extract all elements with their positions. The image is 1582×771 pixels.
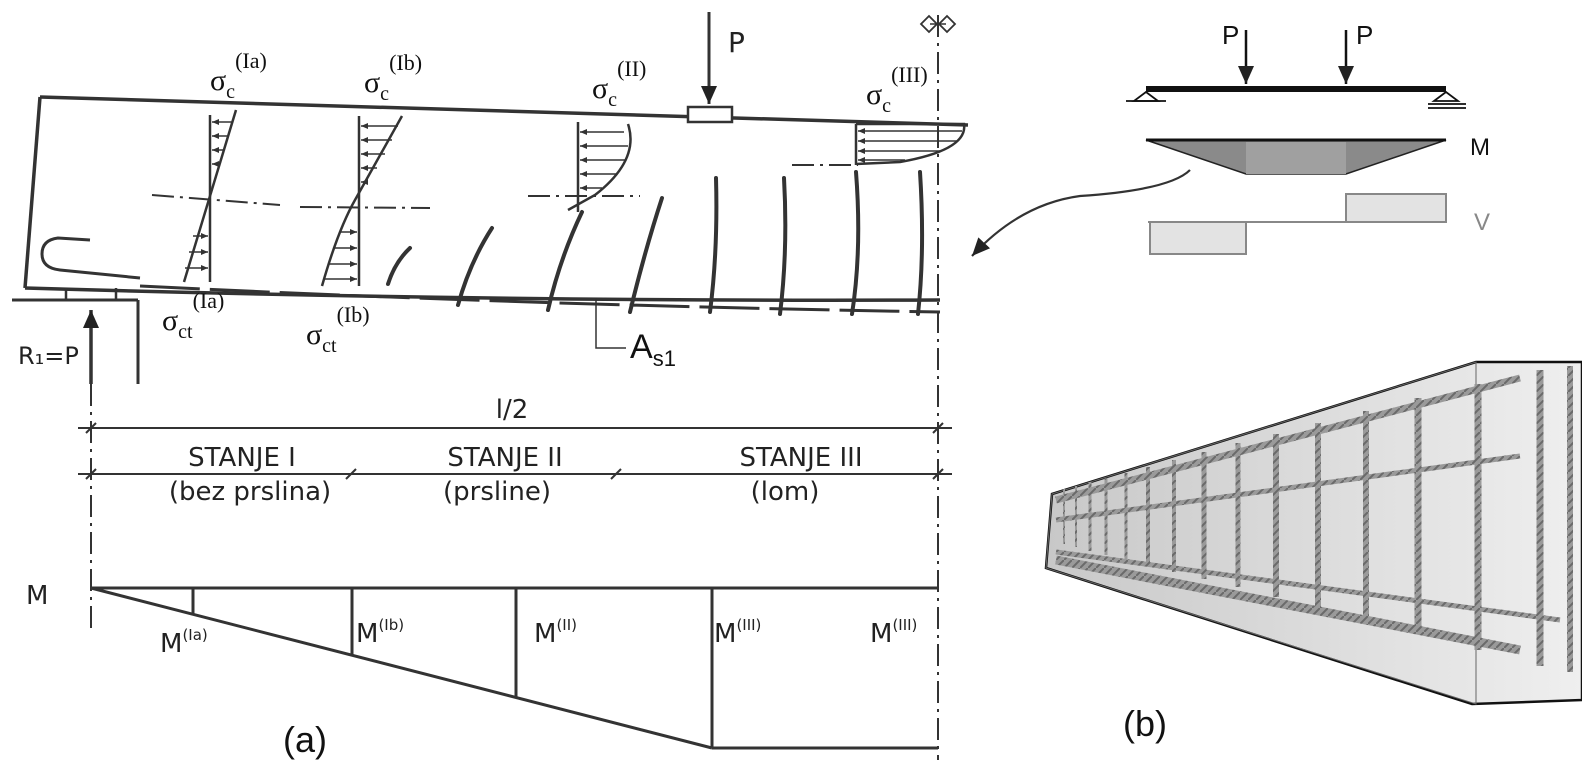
state-1-title: STANJE I — [188, 443, 296, 473]
moment-axis-label: M — [26, 581, 48, 611]
stress-diagram-ii — [567, 122, 632, 212]
state-1-note: (bez prslina) — [169, 477, 331, 507]
stress-diagram-iii — [854, 122, 966, 166]
reinforcement-leader — [595, 298, 626, 349]
reinforcement-cage-3d — [1044, 360, 1582, 706]
beam-top-edge — [39, 95, 969, 127]
moment-label-iii-right: M(III) — [870, 616, 917, 649]
tension-reinforcement — [139, 284, 941, 314]
moment-diagram-b — [1145, 138, 1447, 175]
state-2-note: (prsline) — [443, 477, 551, 507]
moment-label-ia: M(Ia) — [160, 626, 208, 659]
roller-support-icon — [1428, 90, 1466, 109]
stress-label-ct-ia: σct(Ia) — [162, 288, 224, 343]
state-3-title: STANJE III — [740, 443, 863, 473]
caption-b: (b) — [1123, 703, 1167, 744]
moment-label-ib: M(Ib) — [356, 616, 404, 649]
symmetry-symbol-icon — [919, 14, 957, 34]
load-label: P — [728, 26, 745, 59]
moment-label-b: M — [1470, 134, 1490, 161]
shear-label-b: V — [1474, 209, 1490, 236]
moment-diagram-a — [90, 586, 938, 750]
crack-pattern — [386, 170, 925, 316]
shear-diagram-b — [1148, 193, 1447, 255]
states-dimension — [78, 468, 952, 480]
load-plate — [686, 105, 734, 124]
stress-label-c-iii: σc(III) — [866, 62, 928, 117]
stress-label-c-ii: σc(II) — [592, 56, 646, 111]
stress-label-c-ia: σc(Ia) — [210, 48, 267, 103]
reaction-label: R₁=P — [18, 342, 79, 370]
support — [12, 288, 140, 384]
neutral-axis-1 — [151, 194, 281, 206]
moment-label-iii-left: M(III) — [714, 616, 761, 649]
state-3-note: (lom) — [751, 477, 820, 507]
panel-b: P P M V — [971, 20, 1582, 744]
bar-hook — [40, 236, 141, 280]
state-2-title: STANJE II — [447, 443, 562, 473]
reference-arrow — [971, 169, 1191, 257]
stress-label-c-ib: σc(Ib) — [364, 50, 422, 105]
reinforcement-label: As1 — [630, 328, 676, 371]
half-span-dimension — [78, 422, 952, 434]
half-span-label: l/2 — [496, 395, 529, 425]
caption-a: (a) — [283, 719, 327, 760]
load-label-1: P — [1222, 20, 1239, 50]
beam-left-edge — [23, 96, 42, 289]
stress-label-ct-ib: σct(Ib) — [306, 302, 370, 357]
stress-diagram-ib — [320, 115, 404, 287]
pin-support-icon — [1126, 90, 1166, 102]
stress-diagram-ia — [182, 109, 238, 283]
neutral-axis-2 — [299, 206, 431, 209]
beam-bottom-edge — [24, 286, 941, 302]
load-label-2: P — [1356, 20, 1373, 50]
moment-label-ii: M(II) — [534, 616, 577, 649]
panel-a: P R₁=P As1 — [12, 12, 969, 760]
